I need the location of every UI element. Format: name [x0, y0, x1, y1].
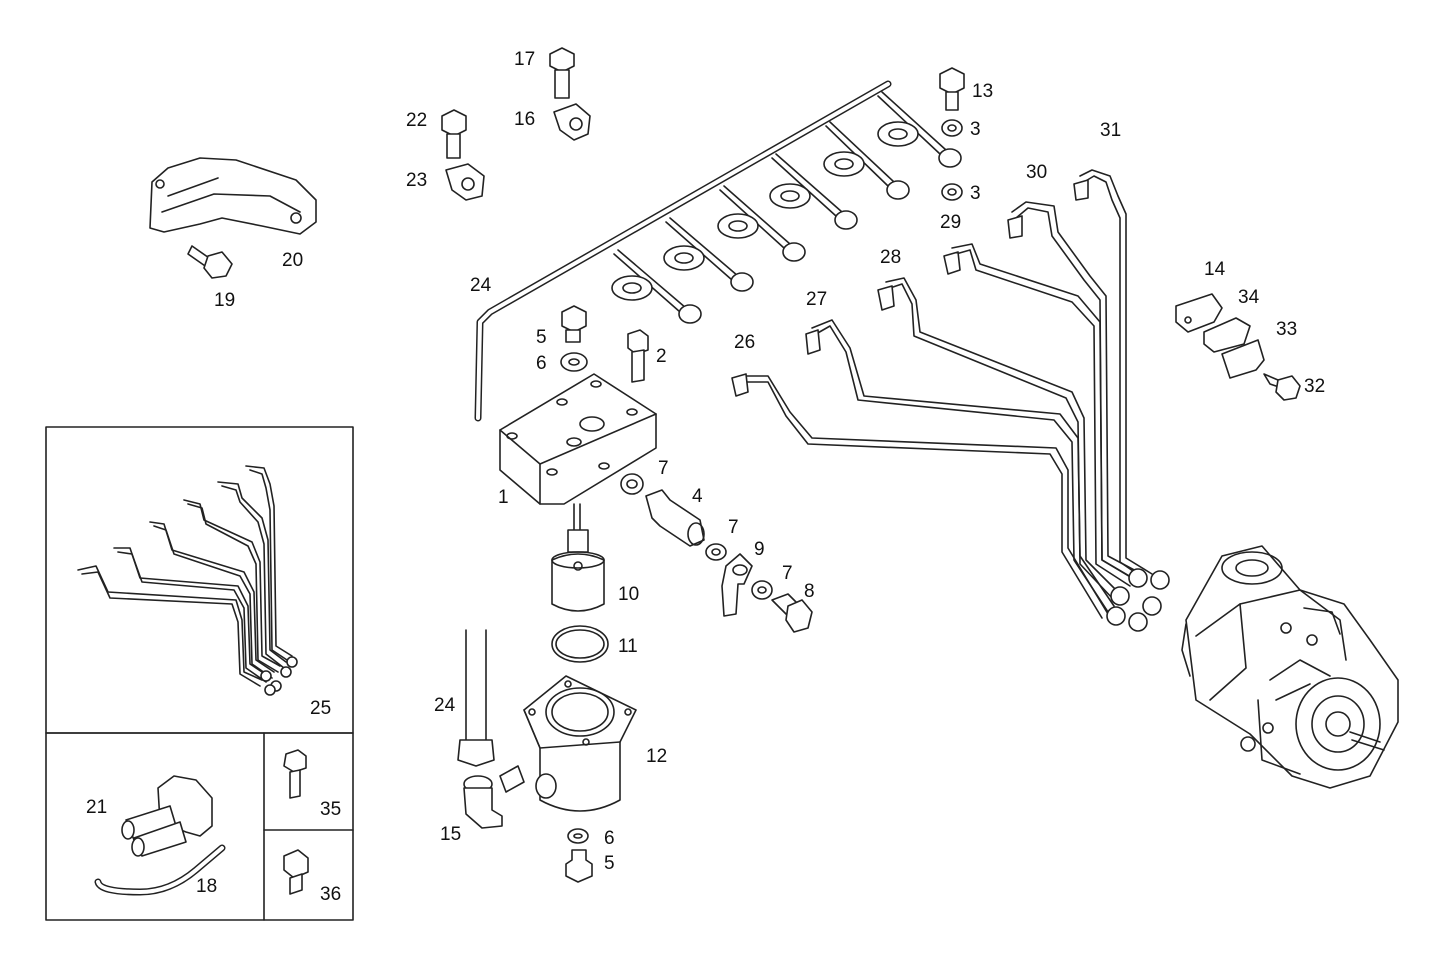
callout-27: 27 [806, 289, 827, 310]
callout-31: 31 [1100, 120, 1121, 141]
sensor-part-10[interactable] [551, 503, 605, 612]
callout-17: 17 [514, 49, 535, 70]
bolt-part-32[interactable] [1263, 373, 1301, 401]
bolt-part-17[interactable] [549, 47, 575, 99]
callout-1: 1 [498, 487, 509, 508]
callout-3-bottom: 3 [970, 183, 981, 204]
callout-24-lower: 24 [434, 695, 456, 716]
callout-25: 25 [310, 698, 331, 719]
washer-part-7-c[interactable] [751, 580, 773, 600]
bolt-part-22[interactable] [441, 109, 467, 159]
callout-33: 33 [1276, 319, 1297, 340]
bolt-part-19[interactable] [187, 245, 233, 279]
elbow-fitting-part-15[interactable] [463, 765, 525, 829]
callout-5-top: 5 [536, 327, 547, 348]
callout-35: 35 [320, 799, 341, 820]
callout-29: 29 [940, 212, 961, 233]
callout-34: 34 [1238, 287, 1260, 308]
bolt-part-13[interactable] [939, 67, 965, 111]
screw-part-36[interactable] [283, 849, 309, 895]
callout-3-top: 3 [970, 119, 981, 140]
callout-32: 32 [1304, 376, 1325, 397]
callout-10: 10 [618, 584, 639, 605]
callout-26: 26 [734, 332, 755, 353]
callout-8: 8 [804, 581, 815, 602]
callout-24-upper: 24 [470, 275, 492, 296]
clamp-part-14[interactable] [1175, 293, 1223, 333]
pipe-set-part-25[interactable] [77, 465, 298, 696]
clamp-part-34[interactable] [1203, 317, 1251, 353]
bolt-part-8[interactable] [771, 593, 813, 633]
callout-12: 12 [646, 746, 667, 767]
washer-part-3-top[interactable] [941, 119, 963, 137]
inset-frames [45, 426, 354, 921]
callout-9: 9 [754, 539, 765, 560]
injection-pump [1181, 545, 1399, 789]
clamp-part-23[interactable] [445, 163, 485, 201]
filter-housing-part-12[interactable] [523, 675, 637, 812]
o-ring-part-11[interactable] [551, 625, 609, 663]
callout-21: 21 [86, 797, 107, 818]
banjo-fitting-part-9[interactable] [721, 553, 753, 617]
washer-part-6-top[interactable] [560, 352, 588, 372]
callout-2: 2 [656, 346, 667, 367]
leak-off-rail-part-24-upper[interactable] [474, 80, 962, 422]
callout-18: 18 [196, 876, 217, 897]
screw-part-35[interactable] [283, 749, 307, 799]
callout-13: 13 [972, 81, 993, 102]
bolt-part-5-top[interactable] [561, 305, 587, 343]
hose-part-18[interactable] [94, 844, 226, 896]
callout-19: 19 [214, 290, 235, 311]
callout-labels: 1 2 3 3 4 5 5 6 6 7 7 7 8 9 10 11 12 13 … [86, 49, 1325, 905]
callout-23: 23 [406, 170, 427, 191]
callout-4: 4 [692, 486, 703, 507]
callout-20: 20 [282, 250, 303, 271]
washer-part-3-bottom[interactable] [941, 183, 963, 201]
pipe-part-24-lower[interactable] [457, 629, 495, 767]
banjo-bolt-part-4[interactable] [645, 489, 705, 547]
callout-14: 14 [1204, 259, 1226, 280]
callout-5-bottom: 5 [604, 853, 615, 874]
fitting-part-21[interactable] [121, 775, 213, 857]
washer-part-7-a[interactable] [620, 473, 644, 495]
washer-part-7-b[interactable] [705, 543, 727, 561]
callout-15: 15 [440, 824, 461, 845]
callout-22: 22 [406, 110, 427, 131]
filter-head-part-1[interactable] [499, 373, 657, 505]
plug-part-5-bottom[interactable] [565, 849, 593, 883]
clamp-part-33[interactable] [1221, 339, 1265, 379]
callout-11: 11 [618, 636, 638, 657]
callout-7-a: 7 [658, 458, 669, 479]
callout-6-bottom: 6 [604, 828, 615, 849]
injection-pipes-26-31[interactable] [731, 169, 1170, 632]
bracket-part-20[interactable] [149, 157, 317, 235]
callout-36: 36 [320, 884, 341, 905]
callout-30: 30 [1026, 162, 1047, 183]
callout-7-b: 7 [728, 517, 739, 538]
callout-6-top: 6 [536, 353, 547, 374]
callout-28: 28 [880, 247, 901, 268]
clamp-part-16[interactable] [553, 103, 591, 141]
washer-part-6-bottom[interactable] [567, 828, 589, 844]
callout-7-c: 7 [782, 563, 793, 584]
screw-part-2[interactable] [627, 329, 649, 383]
callout-16: 16 [514, 109, 535, 130]
